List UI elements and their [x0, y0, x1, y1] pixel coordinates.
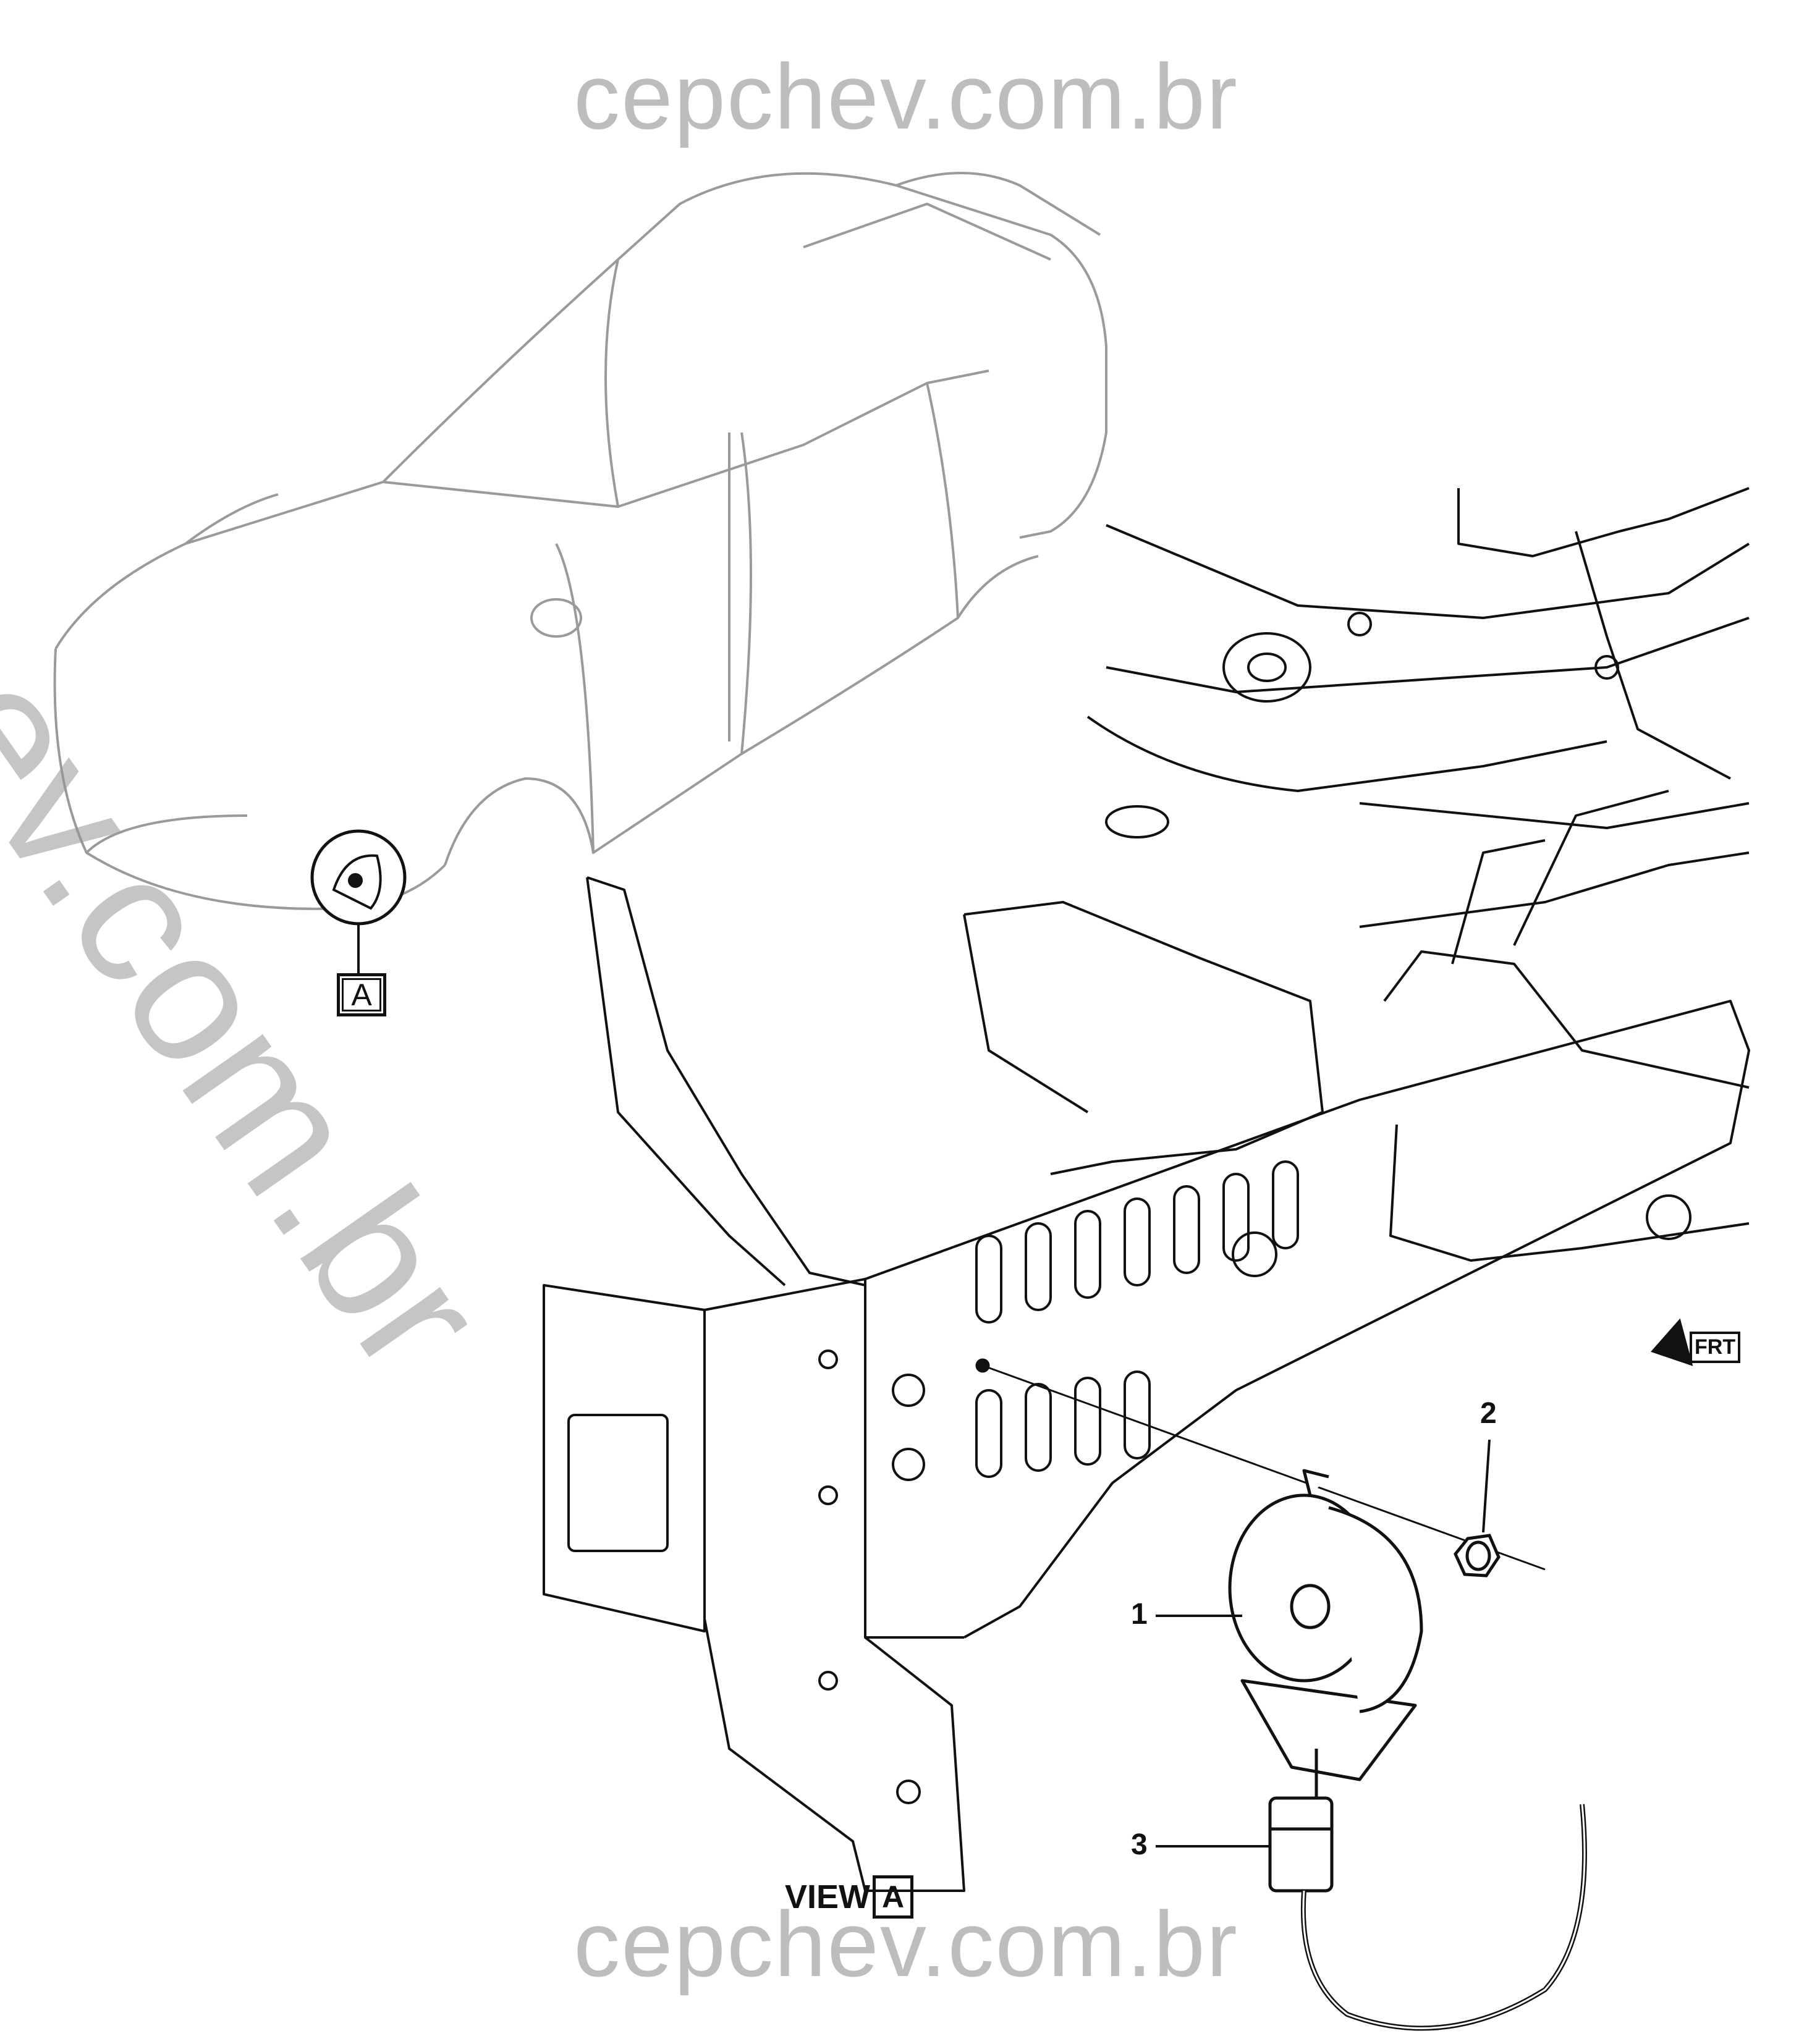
view-label: VIEW A — [785, 1875, 914, 1919]
horn — [1228, 1469, 1423, 1804]
connector-harness — [1268, 1796, 1587, 2031]
watermark-top: cepchev.com.br — [574, 44, 1238, 148]
panel-slots — [975, 1160, 1299, 1478]
front-direction-text: FRT — [1690, 1331, 1741, 1363]
nut — [1454, 1534, 1501, 1577]
callout-2: 2 — [1480, 1397, 1497, 1430]
detail-marker-a: A — [337, 973, 386, 1016]
detail-callout-circle — [310, 829, 407, 973]
callout-1: 1 — [1131, 1598, 1148, 1631]
fastener-line — [975, 1358, 1546, 1571]
callout-3: 3 — [1131, 1828, 1148, 1861]
leader-lines — [1156, 1439, 1491, 1848]
front-arrow-icon — [1644, 1318, 1693, 1376]
view-letter: A — [873, 1875, 914, 1919]
upper-structure — [1086, 487, 1750, 965]
view-prefix: VIEW — [785, 1878, 871, 1915]
front-direction-indicator: FRT — [1644, 1318, 1741, 1376]
front-panel — [543, 876, 1750, 1892]
vehicle-overview — [53, 172, 1107, 910]
watermark-bottom: cepchev.com.br — [574, 1892, 1238, 1996]
